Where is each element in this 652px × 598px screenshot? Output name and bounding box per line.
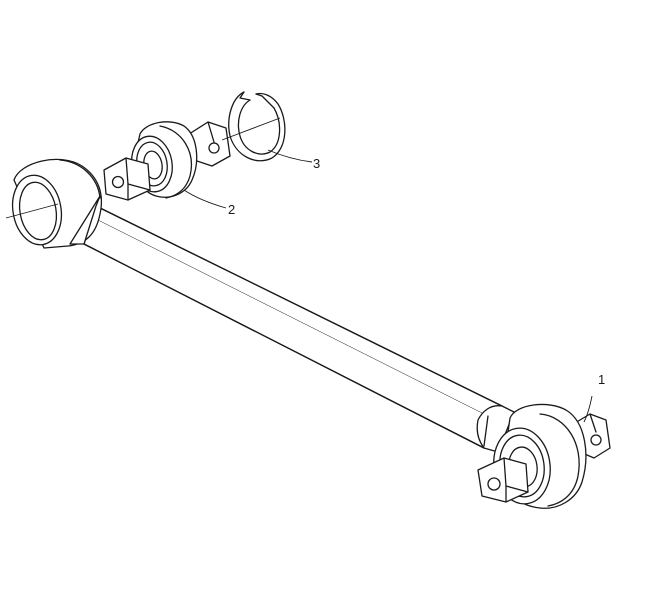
joint-axis-line — [221, 117, 281, 141]
leader-3 — [267, 149, 313, 163]
callout-3: 3 — [313, 156, 320, 171]
snap-ring-inner — [237, 99, 281, 155]
leader-2 — [183, 189, 227, 209]
leader-1 — [583, 395, 593, 423]
callout-2: 2 — [228, 202, 235, 217]
torque-rod — [5, 158, 515, 453]
right-end-assembly — [477, 403, 611, 509]
callout-1: 1 — [598, 372, 605, 387]
front-stud-bolt-hole — [487, 477, 501, 491]
snap-ring-outer — [228, 91, 286, 162]
rod-tube — [83, 205, 503, 449]
left-eye-housing — [5, 158, 103, 249]
bushing-joint — [103, 121, 231, 201]
left-axis-line — [5, 203, 59, 219]
leader-lines — [183, 149, 593, 423]
snap-ring — [221, 91, 286, 162]
right-front-stud — [477, 457, 529, 503]
